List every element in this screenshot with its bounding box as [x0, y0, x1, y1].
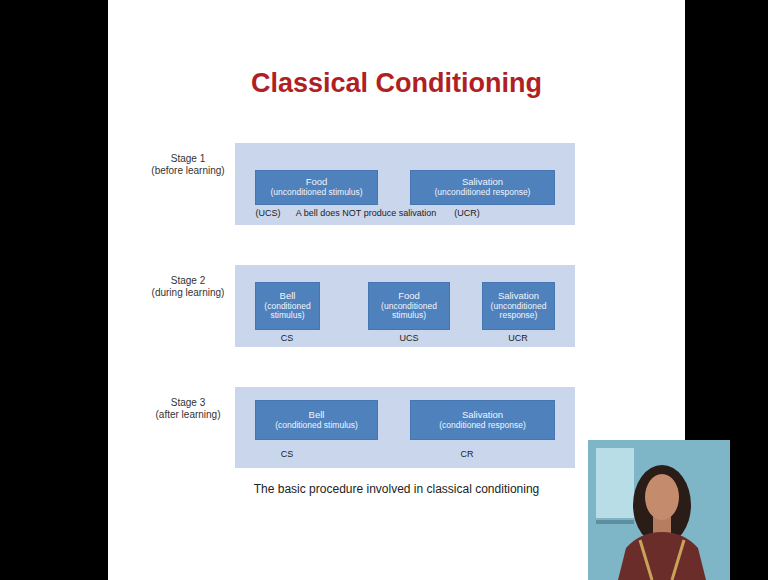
stimulus-box: Bell(conditioned stimulus) [255, 400, 378, 440]
webcam-inset [588, 440, 730, 580]
node-body: (conditioned response) [439, 421, 525, 431]
slide-page [108, 0, 685, 580]
stage-label: Stage 3(after learning) [147, 397, 229, 421]
node-body: (unconditioned response) [486, 302, 551, 321]
shelf [596, 520, 634, 524]
stage-label: Stage 2(during learning) [147, 275, 229, 299]
node-heading: Food [306, 177, 328, 188]
term-label: CS [281, 333, 294, 343]
node-body: (conditioned stimulus) [275, 421, 358, 431]
node-heading: Salivation [462, 177, 503, 188]
node-heading: Salivation [498, 291, 539, 302]
node-body: (after learning) [147, 409, 229, 421]
term-label: CR [461, 449, 474, 459]
face [645, 474, 679, 520]
term-label: (UCS) [256, 208, 281, 218]
node-heading: Stage 2 [147, 275, 229, 287]
window-pane [596, 448, 634, 518]
term-label: A bell does NOT produce salivation [296, 208, 436, 218]
stimulus-box: Salivation(unconditioned response) [482, 282, 555, 330]
node-heading: Salivation [462, 410, 503, 421]
node-body: (unconditioned response) [435, 188, 531, 198]
scarf-pattern [640, 540, 684, 580]
stimulus-box: Salivation(unconditioned response) [410, 170, 555, 205]
stimulus-box: Food(unconditioned stimulus) [255, 170, 378, 205]
slide-title: Classical Conditioning [108, 68, 685, 99]
node-body: (before learning) [147, 165, 229, 177]
stimulus-box: Food(unconditioned stimulus) [368, 282, 450, 330]
webcam-ground [588, 440, 730, 580]
stimulus-box: Salivation(conditioned response) [410, 400, 555, 440]
slide-caption: The basic procedure involved in classica… [108, 482, 685, 496]
term-label: UCR [508, 333, 528, 343]
node-heading: Bell [309, 410, 325, 421]
node-heading: Stage 3 [147, 397, 229, 409]
node-body: (conditioned stimulus) [259, 302, 316, 321]
node-heading: Bell [280, 291, 296, 302]
term-label: (UCR) [454, 208, 480, 218]
node-body: (unconditioned stimulus) [270, 188, 362, 198]
stimulus-box: Bell(conditioned stimulus) [255, 282, 320, 330]
node-body: (during learning) [147, 287, 229, 299]
term-label: CS [281, 449, 294, 459]
clothing [618, 532, 706, 580]
node-heading: Food [398, 291, 420, 302]
stage-label: Stage 1(before learning) [147, 153, 229, 177]
term-label: UCS [399, 333, 418, 343]
node-body: (unconditioned stimulus) [372, 302, 446, 321]
node-heading: Stage 1 [147, 153, 229, 165]
